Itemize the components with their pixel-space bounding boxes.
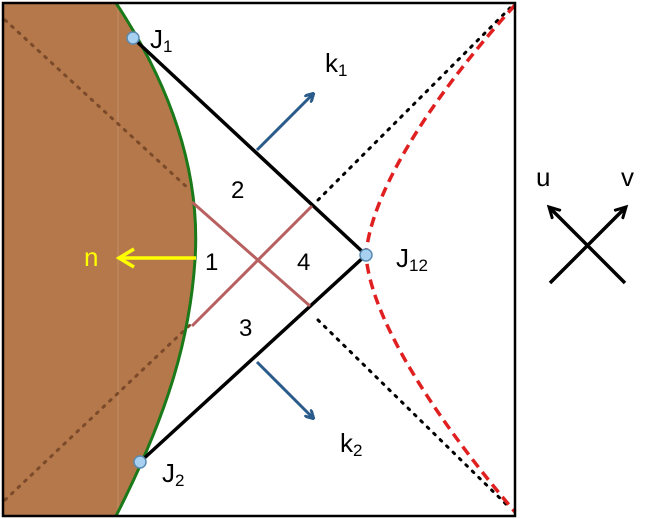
label-k2: k2	[340, 428, 362, 460]
dotted-line-lower-right	[316, 318, 512, 510]
boundary-curve	[114, 2, 198, 517]
region-label-1: 1	[205, 249, 218, 276]
region-label-4: 4	[297, 249, 310, 276]
frame	[1, 1, 517, 518]
null-line-j1-j12	[131, 36, 368, 257]
crossing-line-b	[190, 204, 314, 328]
k1-arrow	[255, 94, 313, 152]
label-n: n	[84, 242, 98, 272]
v-axis-arrow	[548, 207, 626, 285]
label-j2: J2	[162, 458, 184, 490]
filled-region	[3, 3, 196, 516]
k2-arrow	[255, 360, 313, 418]
label-j12: J12	[396, 243, 428, 275]
crossing-line-a	[191, 200, 311, 308]
dotted-line-upper-left	[3, 18, 192, 192]
dotted-line-lower-left	[3, 323, 192, 502]
point-j2	[133, 455, 147, 469]
label-u: u	[536, 162, 550, 192]
label-k1: k1	[325, 48, 347, 80]
label-j1: J1	[150, 24, 172, 56]
normal-arrow-head	[115, 247, 135, 269]
region-label-2: 2	[231, 177, 244, 204]
null-line-j2-j12	[138, 253, 368, 464]
region-label-3: 3	[239, 315, 252, 342]
label-v: v	[621, 162, 634, 192]
point-j12	[359, 248, 373, 262]
point-j1	[126, 31, 140, 45]
horizon-curve	[364, 3, 517, 514]
dotted-line-upper-right	[316, 6, 512, 202]
